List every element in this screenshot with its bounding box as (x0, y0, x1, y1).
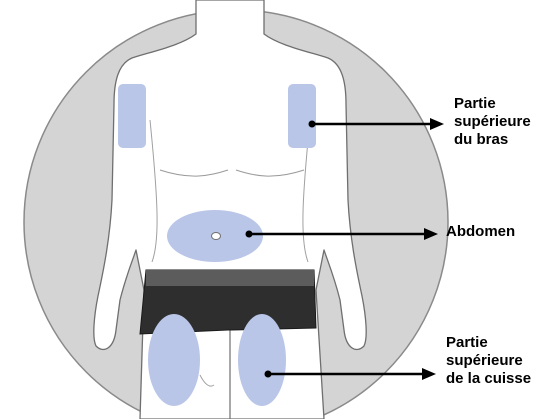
navel (212, 233, 221, 240)
upper-arm-zone-right (288, 84, 316, 148)
shorts-waistband (146, 270, 314, 286)
upper-arm-label: Partie supérieure du bras (454, 95, 531, 149)
upper-arm-label-line-2: supérieure (454, 113, 531, 131)
thigh-zone-left (148, 314, 200, 406)
upper-arm-label-line-1: Partie (454, 95, 531, 113)
upper-thigh-label-line-2: supérieure (446, 352, 531, 370)
abdomen-label-line-1: Abdomen (446, 223, 515, 241)
abdomen-label: Abdomen (446, 223, 515, 241)
upper-arm-label-line-3: du bras (454, 131, 531, 149)
thigh-zone-right (238, 314, 286, 406)
upper-arm-zone-left (118, 84, 146, 148)
upper-thigh-label-line-1: Partie (446, 334, 531, 352)
upper-thigh-label-line-3: de la cuisse (446, 370, 531, 388)
upper-thigh-label: Partie supérieure de la cuisse (446, 334, 531, 388)
